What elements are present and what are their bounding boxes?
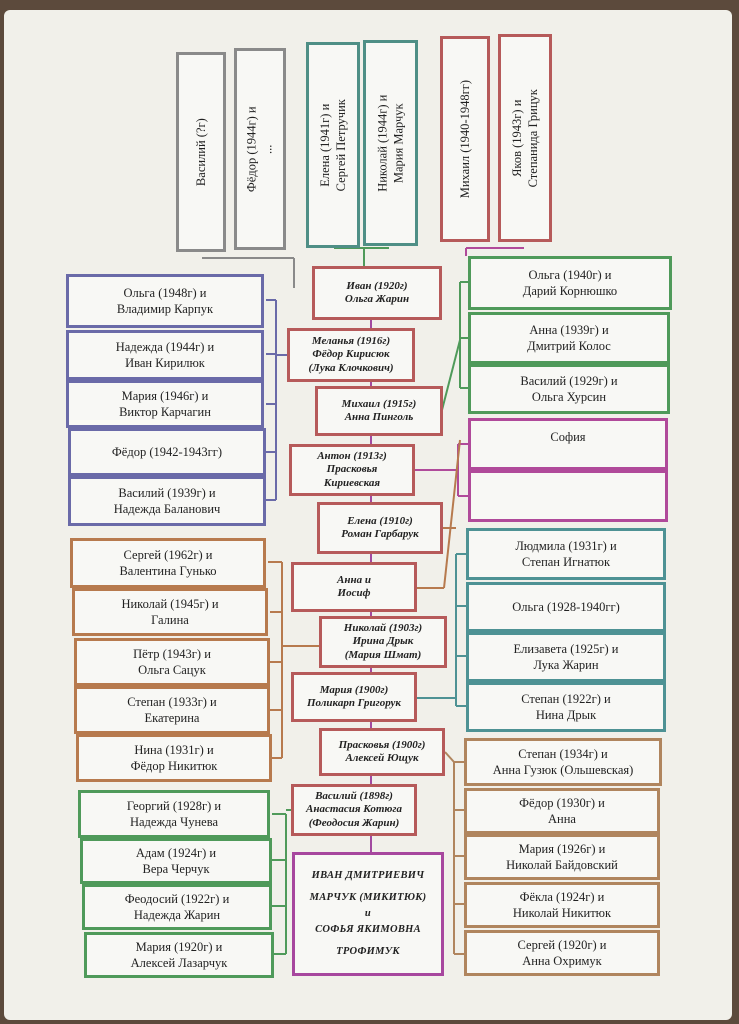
top-box-vasily: Василий (?г) [176, 52, 226, 252]
center-box-praskovya: Прасковья (1900г) Алексей Ющук [319, 728, 445, 776]
center-box-vasily: Василий (1898г) Анастасия Котюга (Феодос… [291, 784, 417, 836]
left-box-maria: Мария (1946г) и Виктор Карчагин [66, 380, 264, 428]
top-box-nikolai: Николай (1944г) и Мария Марчук [363, 40, 418, 246]
top-box-mikhail: Михаил (1940-1948гг) [440, 36, 490, 242]
left-box-nina: Нина (1931г) и Фёдор Никитюк [76, 734, 272, 782]
center-box-nikolai: Николай (1903г) Ирина Дрык (Мария Шмат) [319, 616, 447, 668]
family-tree-sheet: Василий (?г) Фёдор (1944г) и ... Елена (… [4, 10, 732, 1020]
center-box-mikhail: Михаил (1915г) Анна Пинголь [315, 386, 443, 436]
right-box-lyudmila: Людмила (1931г) и Степан Игнатюк [466, 528, 666, 580]
right-box-vasily: Василий (1929г) и Ольга Хурсин [468, 364, 670, 414]
center-box-maria: Мария (1900г) Поликарп Григорук [291, 672, 417, 722]
left-box-maria-1920: Мария (1920г) и Алексей Лазарчук [84, 932, 274, 978]
left-box-adam: Адам (1924г) и Вера Черчук [80, 838, 272, 884]
right-box-sergei-1920: Сергей (1920г) и Анна Охримук [464, 930, 660, 976]
right-box-fedor-1930: Фёдор (1930г) и Анна [464, 788, 660, 834]
right-box-fekla: Фёкла (1924г) и Николай Никитюк [464, 882, 660, 928]
root-line-3: и [364, 907, 372, 919]
left-box-petr: Пётр (1943г) и Ольга Сацук [74, 638, 270, 686]
root-line-1: ИВАН ДМИТРИЕВИЧ [311, 869, 425, 881]
right-box-elizaveta: Елизавета (1925г) и Лука Жарин [466, 632, 666, 682]
center-box-ivan: Иван (1920г) Ольга Жарин [312, 266, 442, 320]
left-box-feodosy: Феодосий (1922г) и Надежда Жарин [82, 884, 272, 930]
right-box-empty [468, 470, 668, 522]
right-box-stepan-1922: Степан (1922г) и Нина Дрык [466, 682, 666, 732]
right-box-maria-1926: Мария (1926г) и Николай Байдовский [464, 834, 660, 880]
green-right-link [441, 339, 461, 411]
left-box-georgy: Георгий (1928г) и Надежда Чунева [78, 790, 270, 838]
top-box-elena: Елена (1941г) и Сергей Петручик [306, 42, 360, 248]
tan-right-link [444, 751, 455, 763]
left-box-stepan: Степан (1933г) и Екатерина [74, 686, 270, 734]
left-box-nikolai: Николай (1945г) и Галина [72, 588, 268, 636]
center-box-elena: Елена (1910г) Роман Гарбарук [317, 502, 443, 554]
right-box-anna: Анна (1939г) и Дмитрий Колос [468, 312, 670, 364]
anna-link-up [443, 439, 461, 589]
center-box-anna: Анна и Иосиф [291, 562, 417, 612]
right-box-olga: Ольга (1940г) и Дарий Корнюшко [468, 256, 672, 310]
right-box-sofia: София [468, 418, 668, 470]
left-box-olga: Ольга (1948г) и Владимир Карпук [66, 274, 264, 328]
right-box-stepan-1934: Степан (1934г) и Анна Гузюк (Ольшевская) [464, 738, 662, 786]
left-box-nadezhda: Надежда (1944г) и Иван Кирилюк [66, 330, 264, 380]
root-line-2: МАРЧУК (МИКИТЮК) [309, 891, 427, 903]
left-box-vasily: Василий (1939г) и Надежда Баланович [68, 476, 266, 526]
left-box-fedor: Фёдор (1942-1943гг) [68, 428, 266, 476]
top-box-yakov: Яков (1943г) и Степанида Грицук [498, 34, 552, 242]
right-box-olga-1928: Ольга (1928-1940гг) [466, 582, 666, 632]
left-box-sergei: Сергей (1962г) и Валентина Гунько [70, 538, 266, 588]
center-box-melanya: Меланья (1916г) Фёдор Кирисюк (Лука Клоч… [287, 328, 415, 382]
top-box-fedor: Фёдор (1944г) и ... [234, 48, 286, 250]
root-line-5: ТРОФИМУК [336, 946, 400, 958]
root-line-4: СОФЬЯ ЯКИМОВНА [315, 924, 421, 936]
root-couple-box: ИВАН ДМИТРИЕВИЧ МАРЧУК (МИКИТЮК) и СОФЬЯ… [292, 852, 444, 976]
center-box-anton: Антон (1913г) Прасковья Кириевская [289, 444, 415, 496]
